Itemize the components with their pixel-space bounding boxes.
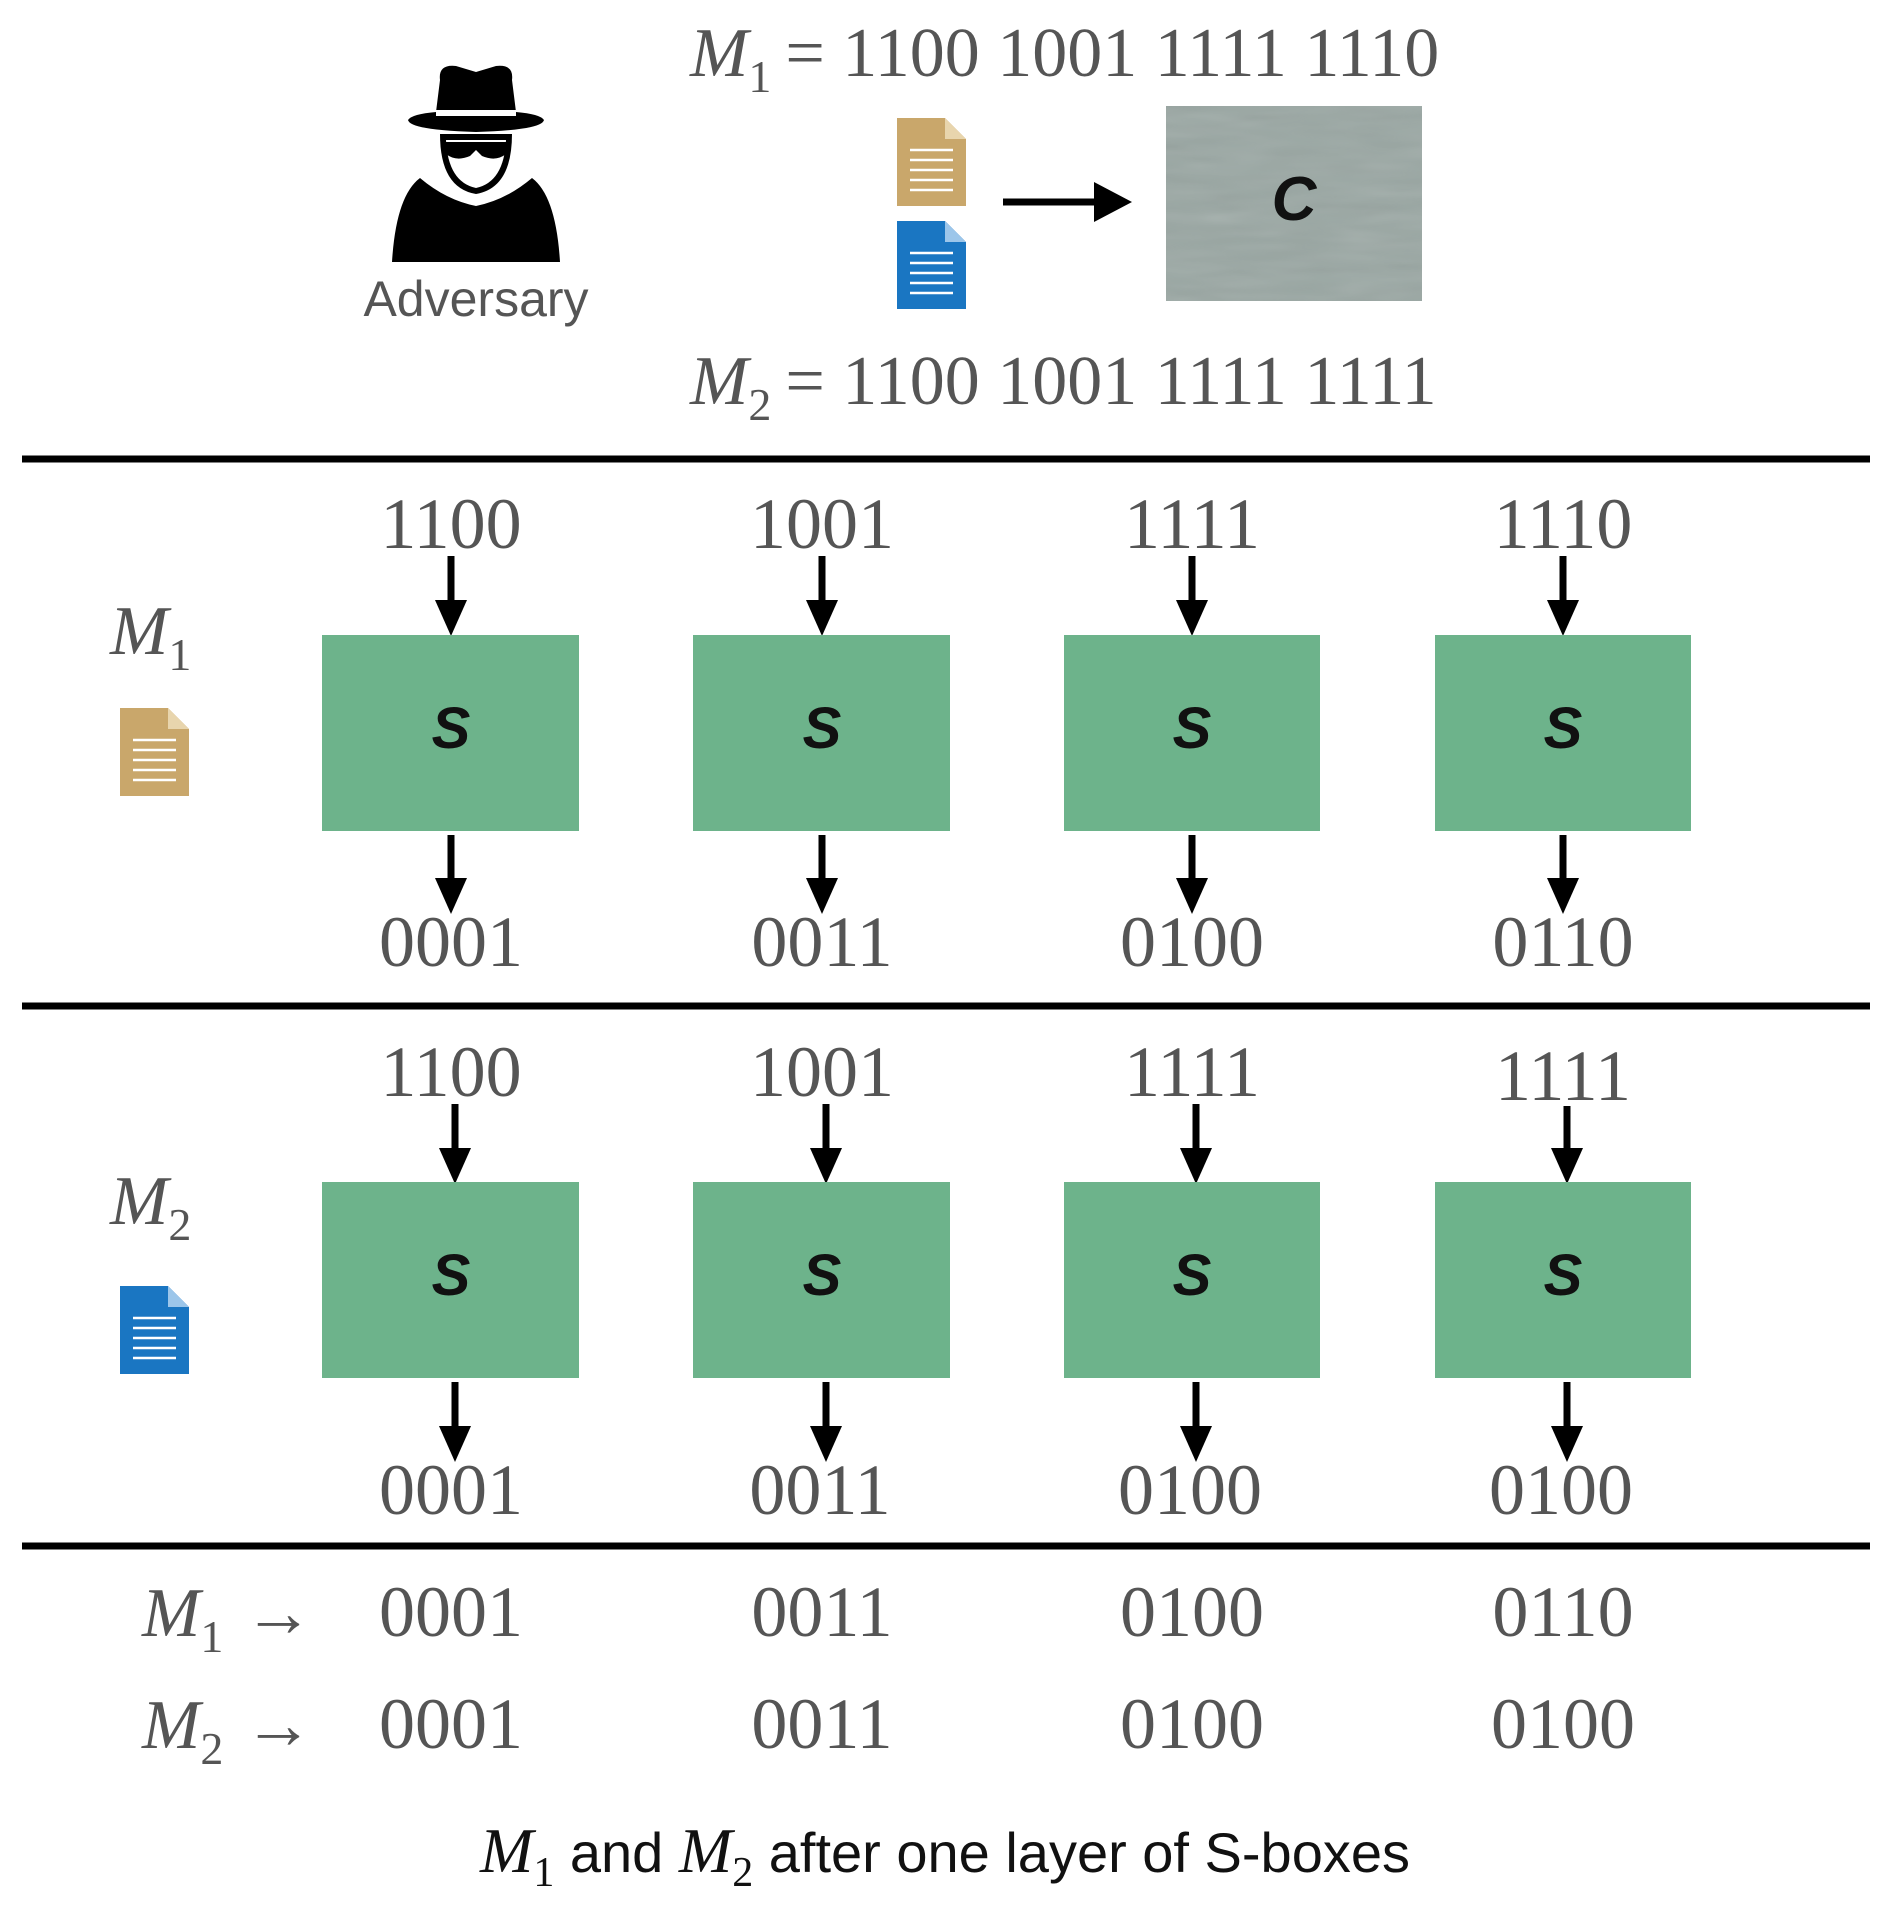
spy-icon — [392, 65, 560, 262]
summary-m1: M1→ 0001 0011 0100 0110 — [141, 1572, 1634, 1662]
caption: M1 and M2 after one layer of S-boxes — [479, 1815, 1410, 1896]
row2-sbox-0 — [322, 1182, 579, 1378]
row2-output-2: 0100 — [1118, 1450, 1262, 1530]
ciphertext-label: C — [1272, 165, 1318, 234]
summary-m2: M2→ 0001 0011 0100 0100 — [141, 1684, 1635, 1774]
row2-sbox-1 — [693, 1182, 950, 1378]
m1-equation: M1 = 1100 1001 1111 1110 — [689, 15, 1439, 102]
row1-sbox-label-1: S — [803, 696, 842, 761]
row1-input-0: 1100 — [380, 484, 521, 564]
summary-m2-value-1: 0011 — [751, 1684, 892, 1764]
summary-m1-value-2: 0100 — [1120, 1572, 1264, 1652]
m1-symbol: M — [689, 15, 752, 92]
m2-symbol: M — [689, 343, 752, 420]
row2-sbox-label-2: S — [1173, 1243, 1212, 1308]
row2-sboxes: 1100 S 0001 1001 S 0011 1111 S 0100 1111… — [322, 1032, 1691, 1530]
row2-output-0: 0001 — [379, 1450, 523, 1530]
row1-document-icon — [120, 708, 189, 796]
row1-input-3: 1110 — [1494, 484, 1633, 564]
row1-sbox-label-3: S — [1544, 696, 1583, 761]
row1-sbox-label-2: S — [1173, 696, 1212, 761]
row1-sboxes: 1100 S 0001 1001 S 0011 1111 S 0100 1110… — [322, 484, 1691, 982]
row2-output-3: 0100 — [1489, 1450, 1633, 1530]
row1-sbox-0 — [322, 635, 579, 831]
row1-input-2: 1111 — [1124, 484, 1260, 564]
m2-equation: M2 = 1100 1001 1111 1111 — [689, 343, 1437, 430]
m1-subscript: 1 — [748, 51, 771, 102]
summary-m1-value-0: 0001 — [379, 1572, 523, 1652]
row2-sbox-2 — [1064, 1182, 1320, 1378]
summary-m2-value-0: 0001 — [379, 1684, 523, 1764]
summary-m2-value-3: 0100 — [1491, 1684, 1635, 1764]
row1-input-1: 1001 — [750, 484, 894, 564]
row1-sbox-1 — [693, 635, 950, 831]
row2-document-icon — [120, 1286, 189, 1374]
row1-sbox-2 — [1064, 635, 1320, 831]
m1-value: = 1100 1001 1111 1110 — [785, 15, 1439, 92]
row2-label: M2 — [109, 1163, 191, 1250]
summary-m2-label: M2→ — [141, 1687, 313, 1774]
ciphertext-box: C — [1166, 106, 1422, 301]
row1-output-1: 0011 — [751, 902, 892, 982]
m2-value: = 1100 1001 1111 1111 — [785, 343, 1436, 420]
m2-subscript: 2 — [748, 379, 771, 430]
summary-m1-value-1: 0011 — [751, 1572, 892, 1652]
row1-sbox-label-0: S — [432, 696, 471, 761]
adversary-label: Adversary — [363, 271, 588, 327]
document-icon-m2 — [897, 221, 966, 309]
row1-output-3: 0110 — [1492, 902, 1633, 982]
row1-output-2: 0100 — [1120, 902, 1264, 982]
row1-label: M1 — [109, 593, 191, 680]
row1-output-0: 0001 — [379, 902, 523, 982]
row2-output-1: 0011 — [749, 1450, 890, 1530]
row2-sbox-3 — [1435, 1182, 1691, 1378]
row2-input-1: 1001 — [750, 1032, 894, 1112]
summary-m1-value-3: 0110 — [1492, 1572, 1633, 1652]
document-icon-m1 — [897, 118, 966, 206]
row2-sbox-label-3: S — [1544, 1243, 1583, 1308]
row2-sbox-label-1: S — [803, 1243, 842, 1308]
row2-input-2: 1111 — [1124, 1032, 1260, 1112]
summary-m1-label: M1→ — [141, 1575, 313, 1662]
row2-input-3: 1111 — [1495, 1036, 1631, 1116]
row2-input-0: 1100 — [380, 1032, 521, 1112]
summary-m2-value-2: 0100 — [1120, 1684, 1264, 1764]
row2-sbox-label-0: S — [432, 1243, 471, 1308]
row1-sbox-3 — [1435, 635, 1691, 831]
